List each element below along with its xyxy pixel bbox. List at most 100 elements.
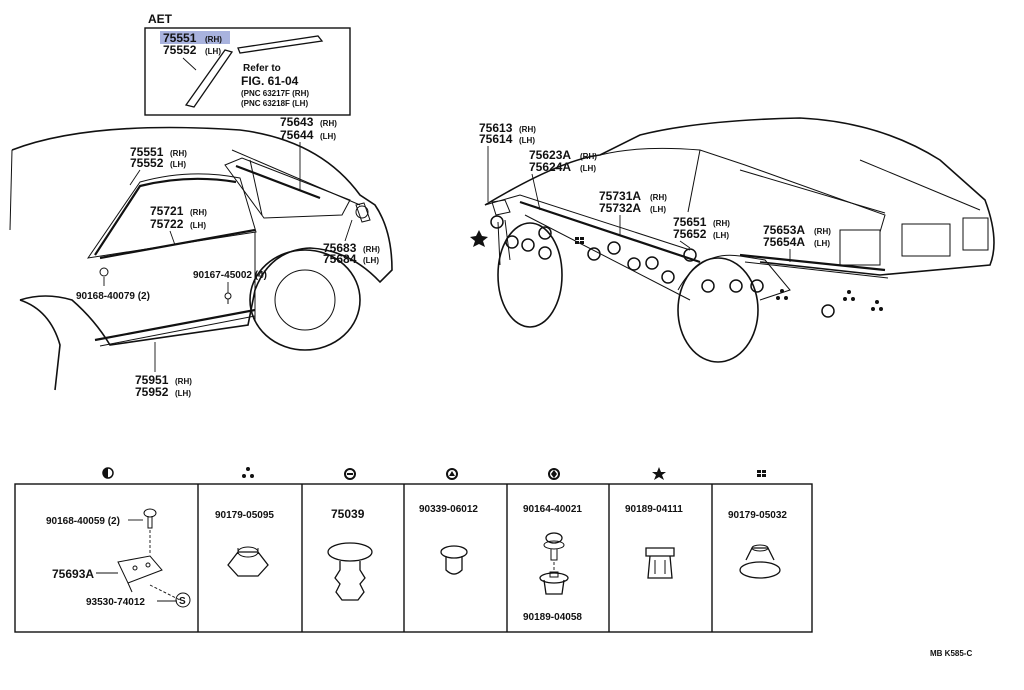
table-frame [14,483,813,633]
svg-text:90167-45002 (4): 90167-45002 (4) [193,270,267,281]
inset-pnc1: (PNC 63217F (RH) [241,89,309,98]
svg-text:(LH): (LH) [205,47,221,56]
svg-text:75731A: 75731A [599,189,641,203]
inset-refer-line2[interactable]: FIG. 61-04 [241,74,299,88]
left-car-illustration [9,126,393,391]
svg-text:75623A: 75623A [529,148,571,162]
svg-text:(LH): (LH) [650,205,666,214]
callout-75551-75552[interactable]: 75551 (RH) 75552 (LH) [129,145,187,186]
callout-75653A-75654A[interactable]: 75653A (RH) 75654A (LH) [763,223,831,262]
inset-part-75552[interactable]: 75552 (LH) [163,43,221,57]
fastener-col-star: 90189-04111 [625,504,683,579]
svg-text:75722: 75722 [150,217,184,231]
part-90164-40021[interactable]: 90164-40021 [523,504,582,515]
svg-text:75651: 75651 [673,215,707,229]
inset-refer-line1: Refer to [243,63,281,74]
fastener-col-ring: 75039 [327,507,373,601]
svg-text:75683: 75683 [323,241,357,255]
svg-text:75644: 75644 [280,128,314,142]
bracket-icon [117,555,163,593]
callout-75623A-75624A[interactable]: 75623A (RH) 75624A (LH) [529,148,597,211]
s-mark-icon [175,592,191,608]
screw-icon [143,508,157,529]
svg-text:75643: 75643 [280,115,314,129]
svg-text:75551: 75551 [163,31,197,45]
inset-molding-horizontal [237,35,324,54]
svg-text:75721: 75721 [150,204,184,218]
part-90339-06012[interactable]: 90339-06012 [419,504,478,515]
svg-text:(LH): (LH) [519,136,535,145]
diamond-circle-icon [548,468,560,480]
svg-text:75614: 75614 [479,132,513,146]
inset-part-75551[interactable]: 75551 (RH) [163,31,222,45]
svg-text:(RH): (RH) [320,119,337,128]
fastener-col-three-dots: 90179-05095 [215,510,274,577]
svg-text:75952: 75952 [135,385,169,399]
callout-75643-75644[interactable]: 75643 (RH) 75644 (LH) [280,115,337,190]
callout-75951-75952[interactable]: 75951 (RH) 75952 (LH) [135,342,192,399]
speed-nut-icon [539,571,569,595]
svg-text:75951: 75951 [135,373,169,387]
svg-text:75552: 75552 [130,156,164,170]
right-car-fastener-marks [470,215,883,318]
part-90189-04058[interactable]: 90189-04058 [523,612,582,623]
highlight-75551 [160,31,230,44]
part-75693A[interactable]: 75693A [52,567,94,581]
inset-frame [144,27,351,116]
svg-text:75653A: 75653A [763,223,805,237]
svg-text:(RH): (RH) [519,125,536,134]
svg-text:(LH): (LH) [190,221,206,230]
svg-text:(RH): (RH) [814,227,831,236]
svg-text:(LH): (LH) [580,164,596,173]
part-75039[interactable]: 75039 [331,507,365,521]
callout-90167-45002[interactable]: 90167-45002 (4) [193,270,267,304]
callout-75683-75684[interactable]: 75683 (RH) 75684 (LH) [323,219,380,266]
svg-text:(LH): (LH) [320,132,336,141]
s-mark-label: S [179,596,186,607]
part-90189-04111[interactable]: 90189-04111 [625,504,683,515]
callout-75721-75722[interactable]: 75721 (RH) 75722 (LH) [150,204,207,246]
fastener-table: 90168-40059 (2) 75693A 93530-74012 S 901… [14,467,813,633]
svg-text:(RH): (RH) [175,377,192,386]
inset-code: AET [148,12,173,26]
callout-75613-75614[interactable]: 75613 (RH) 75614 (LH) [479,121,536,202]
three-dots-icon [242,467,254,478]
callout-90168-40079[interactable]: 90168-40079 (2) [76,267,150,302]
clip-icon [327,542,373,601]
inset-box: AET 75551 (RH) 75552 (LH) Refer to FIG. … [144,12,351,116]
grid-icon [757,470,766,477]
svg-text:75732A: 75732A [599,201,641,215]
inset-pnc2: (PNC 63218F (LH) [241,99,308,108]
half-circle-icon [102,467,114,479]
fastener-col-grid: 90179-05032 [728,510,787,579]
callout-75731A-75732A[interactable]: 75731A (RH) 75732A (LH) [599,189,667,235]
star-icon [652,467,666,480]
fastener-col-diamond-circle: 90164-40021 90189-04058 [523,504,582,623]
svg-text:75654A: 75654A [763,235,805,249]
triangle-circle-icon [446,468,458,480]
right-car-illustration [484,117,995,363]
svg-text:(RH): (RH) [363,245,380,254]
part-90179-05095[interactable]: 90179-05095 [215,510,274,521]
nut-clip-icon [645,547,675,579]
grommet-icon [440,545,468,575]
svg-text:(RH): (RH) [650,193,667,202]
part-93530-74012[interactable]: 93530-74012 [86,597,145,608]
svg-text:(LH): (LH) [170,160,186,169]
svg-text:(RH): (RH) [205,35,222,44]
svg-text:(LH): (LH) [175,389,191,398]
svg-text:(RH): (RH) [190,208,207,217]
svg-text:(RH): (RH) [170,149,187,158]
svg-text:(LH): (LH) [814,239,830,248]
svg-text:75684: 75684 [323,252,357,266]
part-90168-40059[interactable]: 90168-40059 (2) [46,516,120,527]
svg-text:90168-40079 (2): 90168-40079 (2) [76,291,150,302]
fastener-col-triangle-circle: 90339-06012 [419,504,478,575]
callout-75651-75652[interactable]: 75651 (RH) 75652 (LH) [673,215,730,249]
flange-nut-icon [739,544,781,579]
svg-text:75652: 75652 [673,227,707,241]
inset-molding-vertical [184,49,234,108]
part-90179-05032[interactable]: 90179-05032 [728,510,787,521]
svg-text:75552: 75552 [163,43,197,57]
